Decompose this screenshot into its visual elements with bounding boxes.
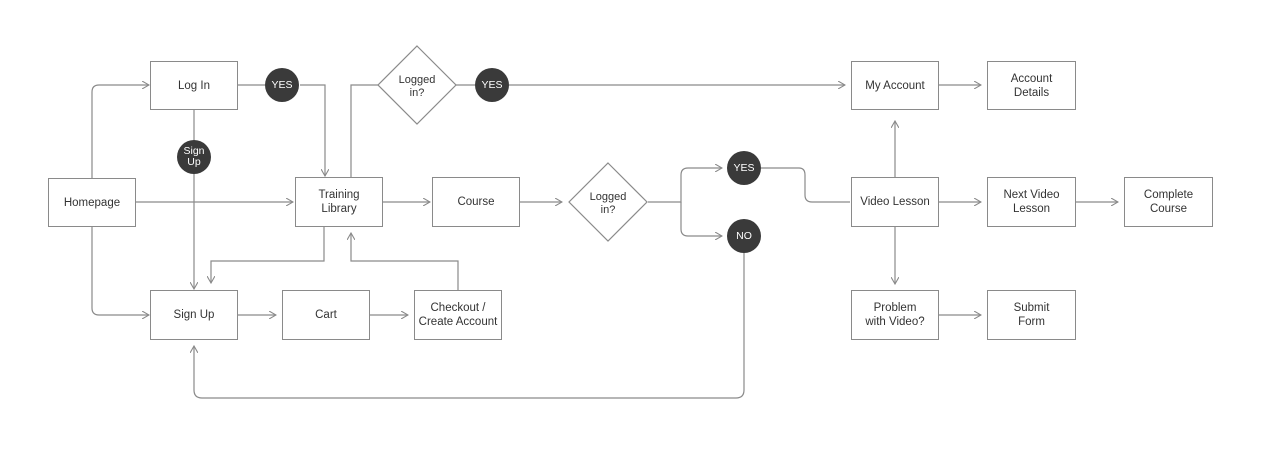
edge-decision-no-mid — [680, 202, 722, 236]
decision-logged-in-mid-label: Logged in? — [589, 191, 627, 216]
node-course: Course — [432, 177, 520, 227]
node-problem-with-video: Problem with Video? — [851, 290, 939, 340]
node-account-details: Account Details — [987, 61, 1076, 110]
node-submit-form: Submit Form — [987, 290, 1076, 340]
node-cart: Cart — [282, 290, 370, 340]
node-video-lesson: Video Lesson — [851, 177, 939, 227]
badge-no-mid: NO — [727, 219, 761, 253]
edge-yes-library — [300, 84, 325, 176]
node-sign-up: Sign Up — [150, 290, 238, 340]
node-log-in: Log In — [150, 61, 238, 110]
edge-decision-yes-mid — [648, 168, 722, 203]
node-next-video-lesson: Next Video Lesson — [987, 177, 1076, 227]
decision-logged-in-top-label: Logged in? — [398, 74, 436, 99]
edge-homepage-signup — [91, 227, 149, 315]
node-my-account: My Account — [851, 61, 939, 110]
badge-yes-mid: YES — [727, 151, 761, 185]
edge-checkout-library — [351, 233, 459, 290]
edge-homepage-login — [91, 85, 149, 178]
badge-yes-login: YES — [265, 68, 299, 102]
node-complete-course: Complete Course — [1124, 177, 1213, 227]
decision-logged-in-top-shape — [377, 45, 457, 125]
edge-library-signup — [211, 227, 325, 283]
node-training-library: Training Library — [295, 177, 383, 227]
edge-no-signup — [194, 253, 745, 399]
edge-library-decision-top — [350, 84, 378, 177]
badge-sign-up: Sign Up — [177, 140, 211, 174]
badge-yes-top: YES — [475, 68, 509, 102]
edge-yes-video — [761, 167, 850, 203]
decision-logged-in-mid-shape — [568, 162, 648, 242]
node-checkout: Checkout / Create Account — [414, 290, 502, 340]
node-homepage: Homepage — [48, 178, 136, 227]
